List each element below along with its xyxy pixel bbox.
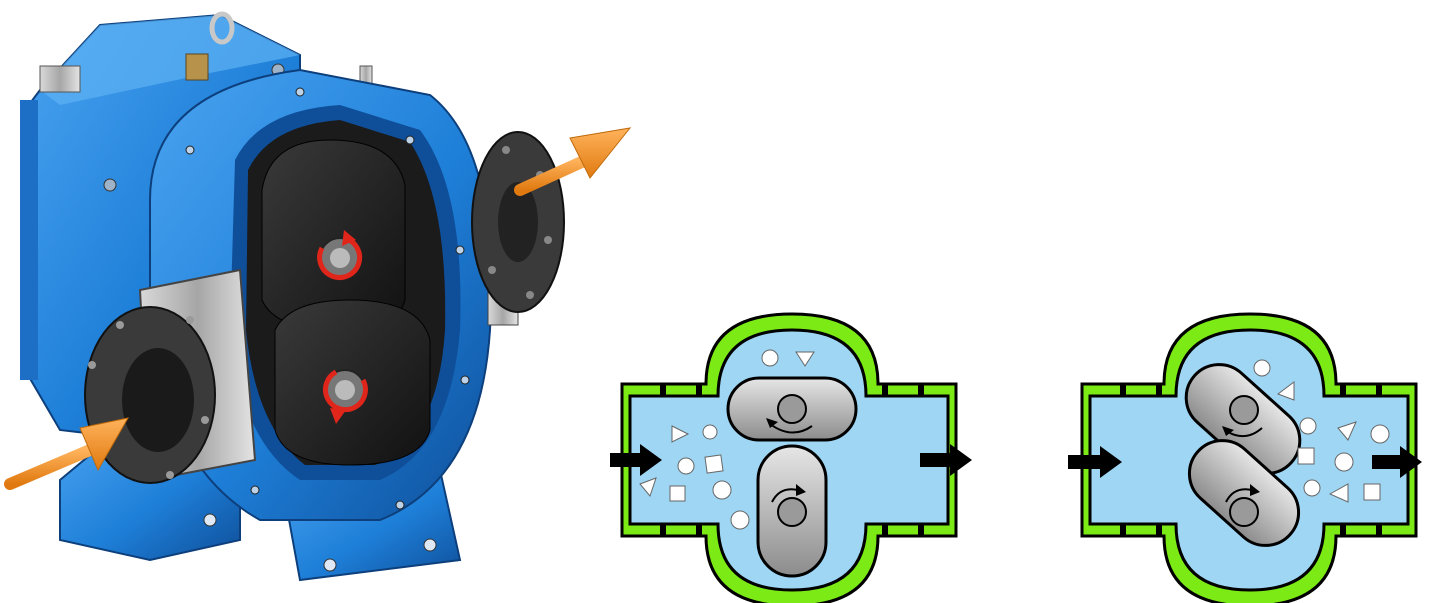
pump-illustration (10, 14, 630, 580)
lobe-horizontal (728, 378, 856, 440)
cross-section-diagram-vertical (610, 314, 972, 603)
cross-section-diagram-diagonal (1068, 314, 1422, 603)
rotor-lower (275, 300, 430, 465)
lobe-vertical (758, 446, 826, 576)
